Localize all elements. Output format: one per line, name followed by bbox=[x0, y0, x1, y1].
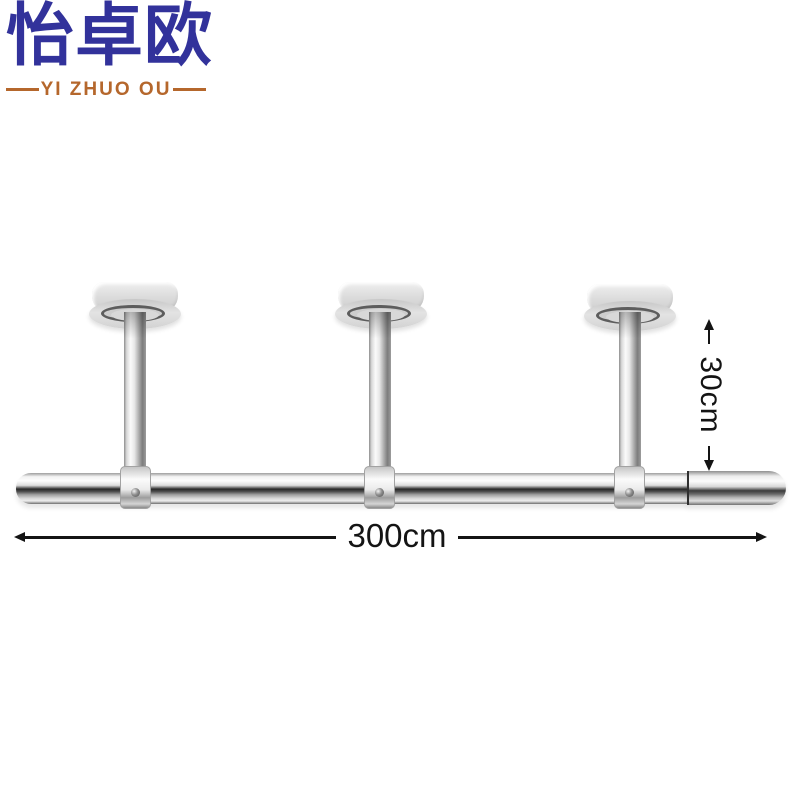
clamp-screw bbox=[375, 488, 384, 497]
hanging-rod bbox=[16, 473, 688, 504]
width-line-left bbox=[23, 536, 336, 539]
brand-logo: 怡卓欧 YI ZHUO OU bbox=[6, 0, 220, 101]
height-arrow-line-bottom bbox=[708, 446, 710, 462]
logo-dash-right bbox=[173, 88, 206, 92]
width-dimension-label: 300cm bbox=[347, 517, 447, 554]
width-arrow-right bbox=[756, 532, 767, 542]
brand-name-latin-row: YI ZHUO OU bbox=[6, 79, 206, 101]
width-arrow-left bbox=[14, 532, 25, 542]
ceiling-mount-middle bbox=[335, 282, 427, 338]
support-tube-right bbox=[619, 312, 641, 478]
brand-name-chinese: 怡卓欧 bbox=[6, 0, 214, 76]
support-tube-left bbox=[124, 312, 146, 478]
support-tube-middle bbox=[369, 312, 391, 478]
brand-name-latin: YI ZHUO OU bbox=[40, 78, 172, 100]
rod-clamp-left bbox=[120, 466, 151, 509]
clamp-screw bbox=[131, 488, 140, 497]
rod-extension-sleeve bbox=[687, 471, 786, 505]
width-line-right bbox=[458, 536, 758, 539]
height-arrow-down bbox=[704, 460, 714, 471]
height-arrow-up bbox=[704, 319, 714, 330]
rod-clamp-right bbox=[614, 466, 645, 509]
rod-clamp-middle bbox=[364, 466, 395, 509]
height-arrow-line-top bbox=[708, 328, 710, 344]
logo-dash-left bbox=[6, 88, 39, 92]
clamp-screw bbox=[625, 488, 634, 497]
height-dimension-label: 30cm bbox=[694, 356, 727, 434]
